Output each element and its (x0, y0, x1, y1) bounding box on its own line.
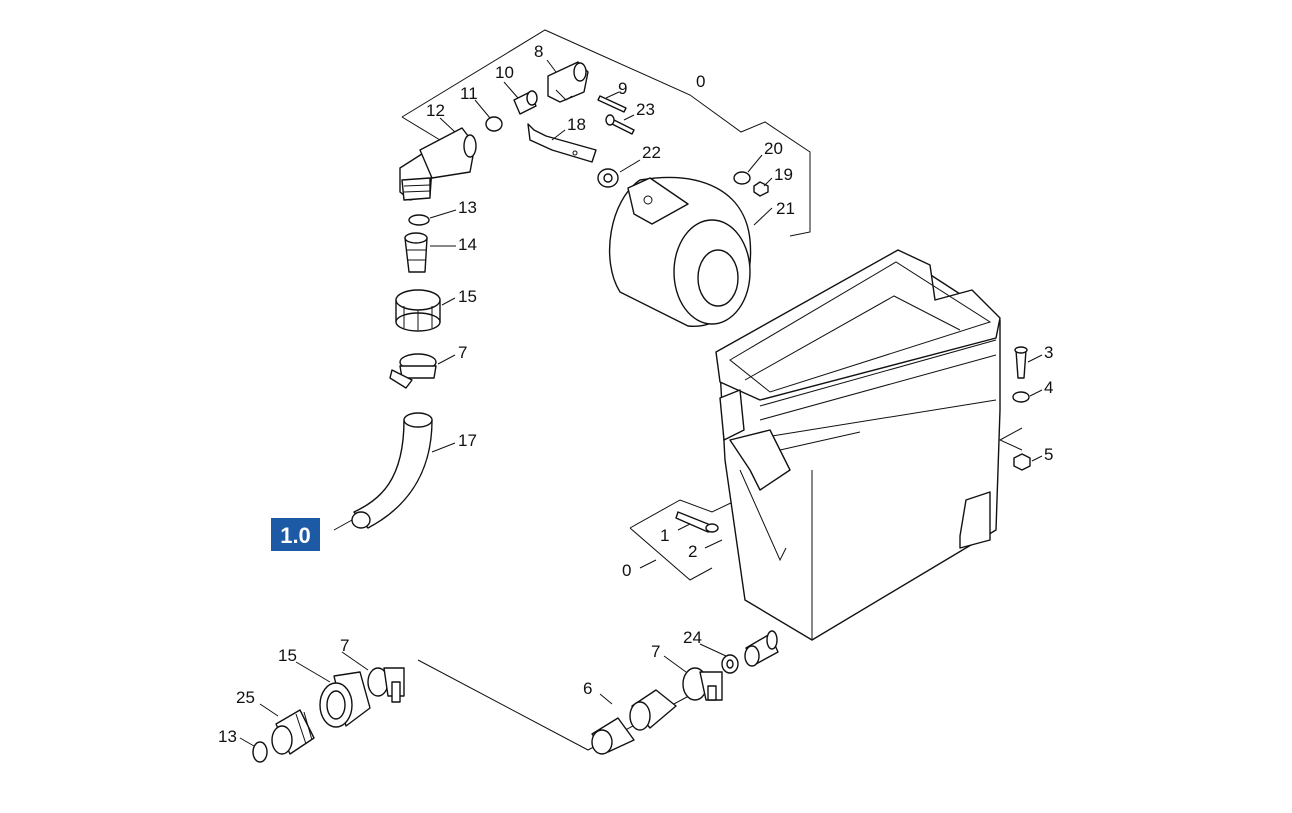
label-13-top: 13 (458, 198, 477, 217)
pin-part-9 (597, 95, 627, 113)
label-24: 24 (683, 628, 702, 647)
valve-elbow-part-12 (399, 127, 477, 201)
wheel-part-21 (608, 176, 752, 327)
gasket-part-24 (721, 654, 739, 674)
label-0-top: 0 (696, 72, 705, 91)
bushing-part-11 (485, 116, 503, 132)
section-badge: 1.0 (271, 518, 320, 551)
label-13-bottom: 13 (218, 727, 237, 746)
hose-clamp-part-7-bottom-right (682, 667, 723, 701)
leader-lines (239, 59, 1043, 747)
label-25: 25 (236, 688, 255, 707)
sleeve-part-10 (513, 90, 538, 115)
nipple-part-14 (404, 232, 428, 273)
label-6: 6 (583, 679, 592, 698)
label-11: 11 (460, 84, 478, 103)
mid-group-frame-lower (629, 527, 713, 581)
part-labels: 0 8 10 9 11 12 23 18 22 20 19 21 13 14 1… (218, 42, 1053, 746)
bracket-part-18 (527, 123, 597, 163)
label-12: 12 (426, 101, 445, 120)
mid-group-frame (629, 499, 738, 529)
label-8: 8 (534, 42, 543, 61)
label-3: 3 (1044, 343, 1053, 362)
label-7-top: 7 (458, 343, 467, 362)
washer-part-4 (1012, 391, 1030, 403)
label-20: 20 (764, 139, 783, 158)
split-pin-part-1 (675, 511, 719, 533)
oring-part-13-bottom (252, 741, 268, 763)
nut-part-5 (1013, 453, 1031, 471)
label-23: 23 (636, 100, 655, 119)
washer-part-22 (597, 168, 619, 188)
section-badge-text: 1.0 (280, 523, 311, 548)
top-group-frame (401, 29, 811, 237)
oring-part-13-top (408, 214, 430, 226)
hose-part-6 (591, 689, 677, 755)
label-7-bottom-left: 7 (340, 636, 349, 655)
right-bolt-frame (998, 427, 1023, 451)
hose-nipple-tank-outlet (744, 630, 779, 667)
top-frame-edge (401, 116, 441, 141)
water-tank (715, 249, 1001, 641)
label-7-bottom-right: 7 (651, 642, 660, 661)
label-22: 22 (642, 143, 661, 162)
label-15-top: 15 (458, 287, 477, 306)
label-14: 14 (458, 235, 477, 254)
bolt-part-3 (1014, 346, 1028, 379)
union-nut-part-15-bottom (319, 671, 371, 728)
label-2: 2 (688, 542, 697, 561)
label-9: 9 (618, 79, 627, 98)
label-10: 10 (495, 63, 514, 82)
label-18: 18 (567, 115, 586, 134)
label-21: 21 (776, 199, 795, 218)
valve-body-part-8 (547, 61, 589, 103)
hose-clamp-part-7-top (389, 353, 437, 389)
label-0-mid: 0 (622, 561, 631, 580)
label-19: 19 (774, 165, 793, 184)
label-17: 17 (458, 431, 477, 450)
union-nut-part-15-top (395, 289, 441, 332)
label-5: 5 (1044, 445, 1053, 464)
hose-clamp-part-7-bottom-left (367, 667, 405, 703)
label-15-bottom: 15 (278, 646, 297, 665)
nipple-part-25 (271, 709, 315, 755)
label-4: 4 (1044, 378, 1053, 397)
label-1: 1 (660, 526, 669, 545)
washer-part-20 (733, 171, 751, 185)
hose-part-17 (351, 412, 433, 529)
screw-part-23 (605, 114, 635, 135)
